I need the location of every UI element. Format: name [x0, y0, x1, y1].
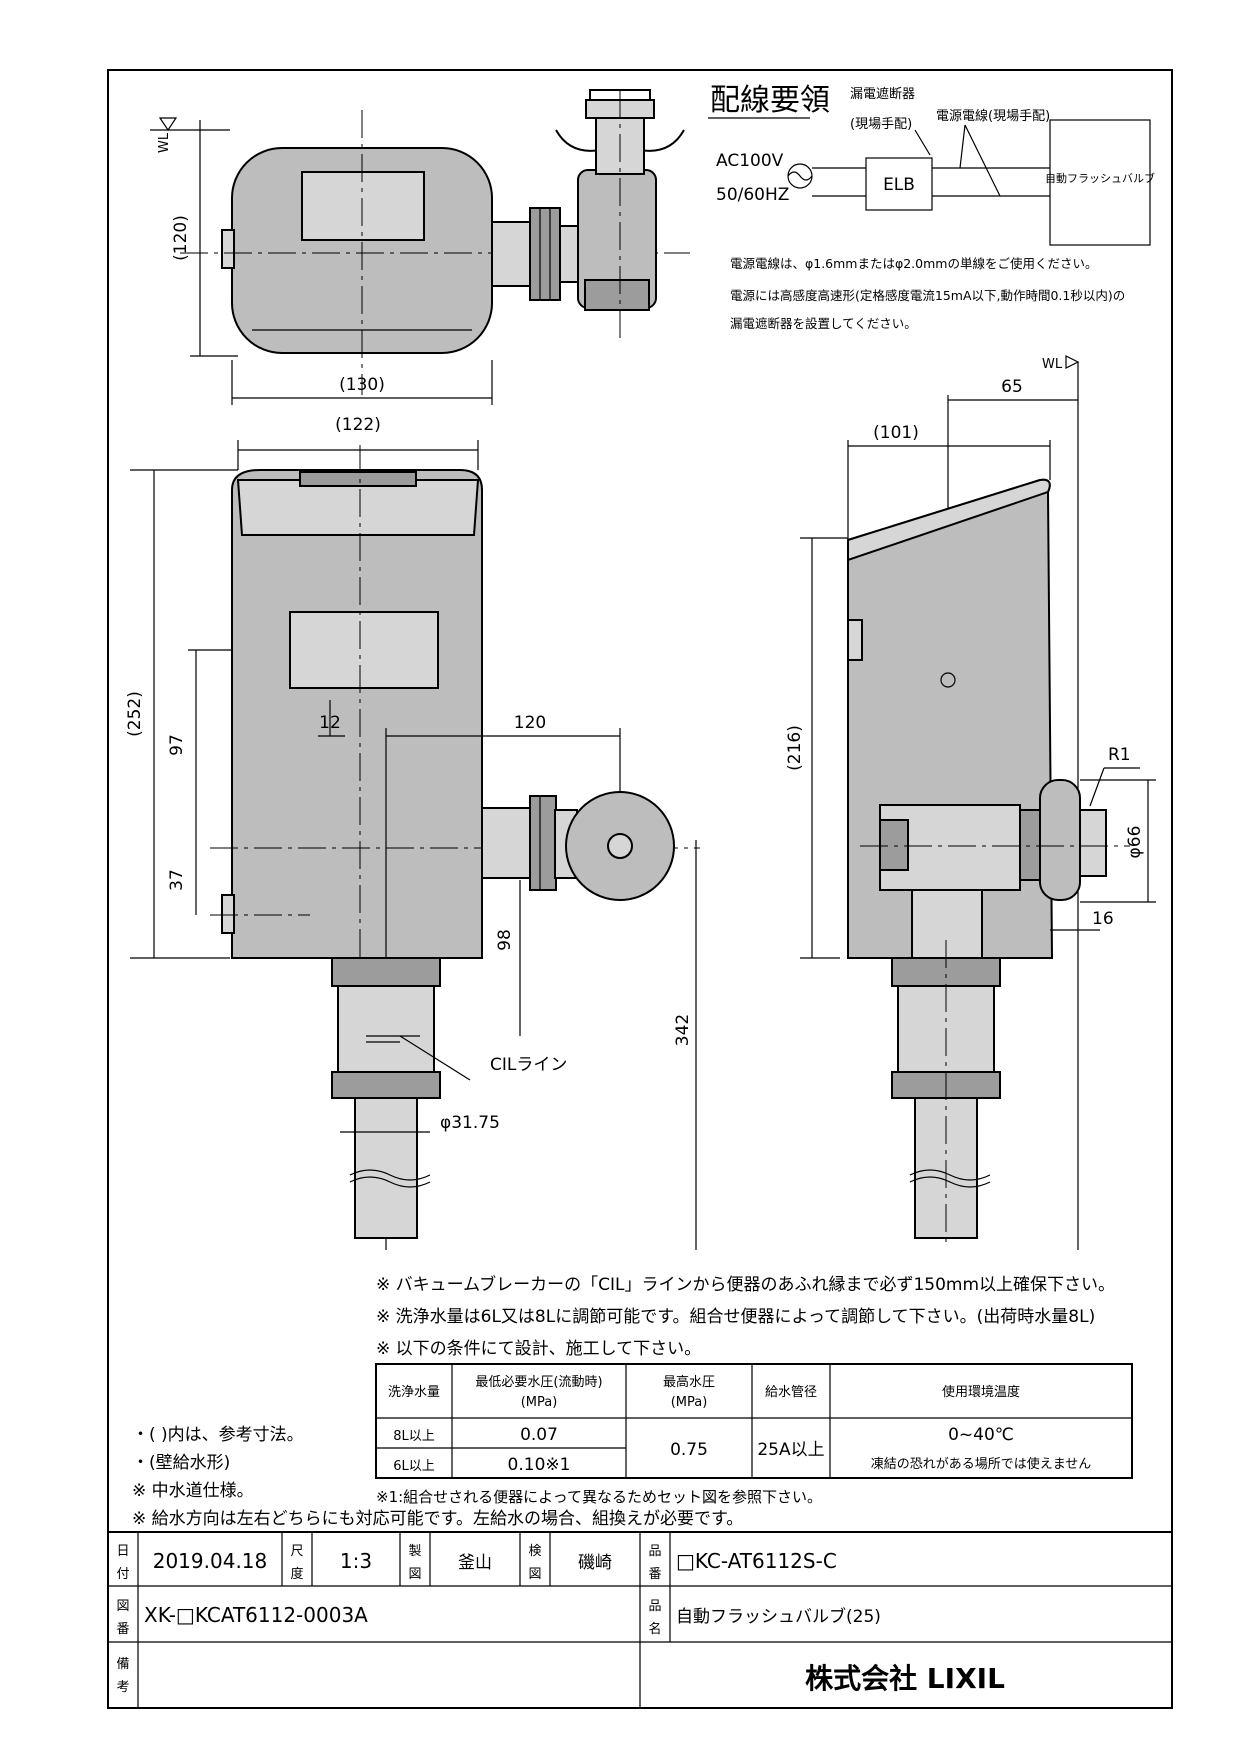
r1-label: R1 [1108, 745, 1131, 765]
th-min-unit: (MPa) [521, 1395, 558, 1410]
leakage-breaker-sub: (現場手配) [850, 117, 912, 132]
th-max-pressure: 最高水圧 [663, 1374, 715, 1390]
ac-symbol-icon [787, 171, 813, 181]
th-pipe: 給水管径 [765, 1385, 817, 1400]
remarks-label-1: 備 [116, 1656, 129, 1672]
dim-216p: (216) [785, 725, 805, 771]
wiring-note-3: 漏電遮断器を設置してください。 [730, 316, 917, 331]
left-note-4: ※ 給水方向は左右どちらにも対応可能です。左給水の場合、組換えが必要です。 [132, 1509, 743, 1529]
th-temp: 使用環境温度 [942, 1384, 1020, 1400]
drawing-no: XK-□KCAT6112-0003A [144, 1603, 368, 1627]
wiring-note-2: 電源には高感度高速形(定格感度電流15mA以下,動作時間0.1秒以内)の [730, 288, 1125, 303]
left-note-3: ※ 中水道仕様。 [132, 1481, 254, 1501]
scale-value: 1:3 [340, 1549, 372, 1573]
drawing-no-label-2: 番 [116, 1622, 129, 1637]
drawing-no-label-1: 図 [116, 1599, 129, 1614]
dim-122p: (122) [335, 415, 381, 435]
drawn-label-2: 図 [408, 1567, 421, 1582]
wiring-diagram: 配線要領 漏電遮断器 (現場手配) 電源電線(現場手配) AC100V 50/6… [708, 83, 1155, 331]
dim-98: 98 [495, 929, 515, 951]
note-2: ※ 洗浄水量は6L又は8Lに調節可能です。組合せ便器によって調節して下さい。(出… [376, 1307, 1095, 1327]
part-no-label-1: 品 [648, 1544, 661, 1559]
wl-label-side: WL [1042, 357, 1063, 372]
checked-value: 磯崎 [578, 1553, 612, 1573]
phi66-label: φ66 [1125, 826, 1145, 859]
remarks-label-2: 考 [116, 1680, 129, 1695]
wl-label: WL [157, 132, 172, 153]
name-label-1: 品 [648, 1599, 661, 1614]
footnote: ※1:組合せされる便器によって異なるためセット図を参照下さい。 [376, 1488, 822, 1506]
side-view: WL 65 (101) (216) R1 φ66 [785, 355, 1156, 1250]
th-min-pressure: 最低必要水圧(流動時) [475, 1375, 602, 1390]
dim-342: 342 [673, 1014, 693, 1046]
scale-label-1: 尺 [290, 1544, 303, 1559]
cil-label: CILライン [490, 1055, 567, 1075]
dim-37: 37 [167, 869, 187, 891]
date-value: 2019.04.18 [153, 1549, 268, 1573]
th-max-unit: (MPa) [671, 1395, 708, 1410]
wiring-note-1: 電源電線は、φ1.6mmまたはφ2.0mmの単線をご使用ください。 [730, 256, 1097, 271]
date-label-1: 日 [116, 1544, 129, 1559]
dim-101p: (101) [873, 423, 919, 443]
spec-table: 洗浄水量 最低必要水圧(流動時) (MPa) 最高水圧 (MPa) 給水管径 使… [375, 1363, 1133, 1479]
note-3: ※ 以下の条件にて設計、施工して下さい。 [376, 1339, 701, 1359]
checked-label-1: 検 [528, 1544, 541, 1559]
part-no-label-2: 番 [648, 1567, 661, 1582]
row2-flush: 6L以上 [393, 1459, 435, 1474]
dim-130p: (130) [339, 375, 385, 395]
top-view: WL (120) (130) [150, 89, 690, 405]
dim-65: 65 [1001, 377, 1023, 397]
scale-label-2: 度 [290, 1566, 303, 1582]
left-note-2: ・(壁給水形) [132, 1453, 230, 1473]
product-name: 自動フラッシュバルブ(25) [676, 1606, 881, 1627]
dim-97: 97 [167, 734, 187, 756]
dim-120p: (120) [171, 215, 191, 261]
name-label-2: 名 [648, 1621, 661, 1637]
max-pressure: 0.75 [670, 1440, 708, 1460]
dim-16: 16 [1092, 909, 1114, 929]
power-source: AC100V [716, 151, 784, 171]
notes: ※ バキュームブレーカーの「CIL」ラインから便器のあふれ縁まで必ず150mm以… [132, 1274, 1115, 1529]
pipe-label: φ31.75 [440, 1113, 500, 1133]
row2-min: 0.10※1 [508, 1455, 571, 1475]
part-no: □KC-AT6112S-C [676, 1549, 837, 1573]
pipe-size: 25A以上 [757, 1440, 824, 1460]
dim-12: 12 [319, 713, 341, 733]
elb-box [865, 157, 933, 211]
th-flush: 洗浄水量 [388, 1385, 440, 1400]
valve-label: 自動フラッシュバルブ [1045, 171, 1155, 185]
valve-box [1049, 119, 1151, 246]
front-view: (122) (252) 97 37 12 120 [125, 415, 700, 1250]
checked-label-2: 図 [528, 1567, 541, 1582]
temp-range: 0~40℃ [948, 1425, 1014, 1445]
date-label-2: 付 [116, 1567, 129, 1582]
row1-flush: 8L以上 [393, 1429, 435, 1444]
drawn-value: 釜山 [458, 1553, 492, 1573]
left-note-1: ・( )内は、参考寸法。 [132, 1425, 304, 1445]
leakage-breaker-label: 漏電遮断器 [850, 86, 915, 102]
elb-label: ELB [883, 175, 915, 195]
wiring-title: 配線要領 [710, 83, 830, 118]
temp-note: 凍結の恐れがある場所では使えません [871, 1456, 1092, 1472]
drawn-label-1: 製 [408, 1544, 421, 1559]
note-1: ※ バキュームブレーカーの「CIL」ラインから便器のあふれ縁まで必ず150mm以… [376, 1274, 1115, 1295]
dim-120: 120 [514, 713, 546, 733]
frequency: 50/60HZ [716, 185, 789, 205]
power-wire-label: 電源電線(現場手配) [936, 108, 1050, 124]
row1-min: 0.07 [520, 1425, 558, 1445]
company-logo: 株式会社 LIXIL [805, 1662, 1005, 1695]
dim-252p: (252) [125, 691, 145, 737]
title-block: 日 付 2019.04.18 尺 度 1:3 製 図 釜山 検 図 磯崎 品 番… [108, 1531, 1172, 1708]
